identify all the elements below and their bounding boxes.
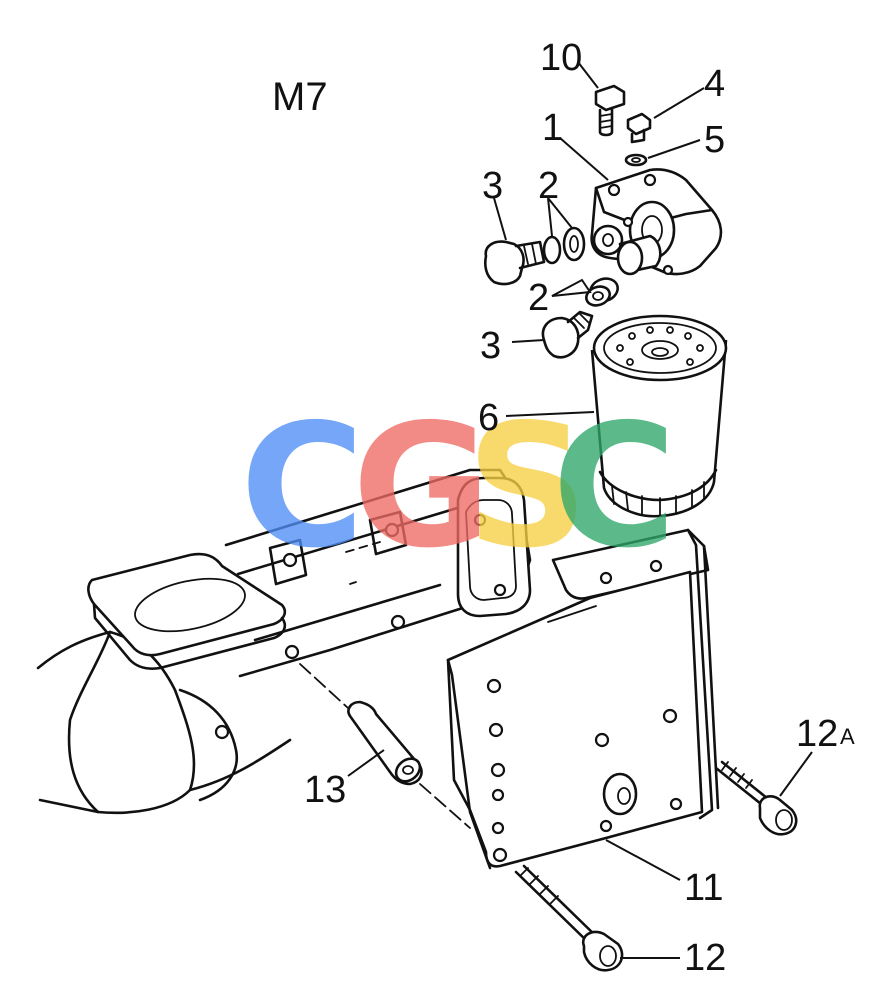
callout-12a: 12 xyxy=(796,713,838,755)
banjo-bolt-3-top xyxy=(483,240,546,286)
callout-12: 12 xyxy=(684,937,726,979)
spacer-13 xyxy=(347,700,423,786)
watermark: C G S C xyxy=(240,388,677,586)
banjo-bolt-3-mid xyxy=(541,310,594,359)
filter-head xyxy=(590,168,723,276)
callout-13: 13 xyxy=(304,769,346,811)
assembly-lines xyxy=(299,541,471,829)
sealing-washers-2-top xyxy=(542,226,586,265)
callout-10: 10 xyxy=(540,37,582,79)
filter-cartridge-6 xyxy=(590,314,728,518)
plug-screw-4 xyxy=(626,112,652,144)
sealing-washers-2-mid xyxy=(585,277,619,307)
callout-3-mid: 3 xyxy=(480,325,501,367)
washer-5 xyxy=(624,153,648,167)
watermark-letter-g: G xyxy=(352,388,492,586)
callout-3-top: 3 xyxy=(482,165,503,207)
bolt-12a xyxy=(714,760,798,836)
callout-11: 11 xyxy=(684,867,723,909)
callout-4: 4 xyxy=(704,63,725,105)
callout-12a-suffix: A xyxy=(840,724,855,749)
leader-lines xyxy=(347,61,813,959)
bolt-12 xyxy=(514,864,624,972)
intake-manifold xyxy=(36,468,532,815)
callout-5: 5 xyxy=(704,119,725,161)
callout-2-top: 2 xyxy=(538,165,559,207)
callout-1: 1 xyxy=(542,107,563,149)
diagram-title: M7 xyxy=(272,75,328,119)
watermark-letter-c1: C xyxy=(240,388,365,586)
watermark-letter-c2: C xyxy=(552,388,677,586)
callout-6: 6 xyxy=(478,397,499,439)
callout-2-mid: 2 xyxy=(528,277,549,319)
watermark-letter-s: S xyxy=(466,388,588,586)
bolt-10 xyxy=(594,84,626,137)
mounting-bracket xyxy=(446,528,720,870)
